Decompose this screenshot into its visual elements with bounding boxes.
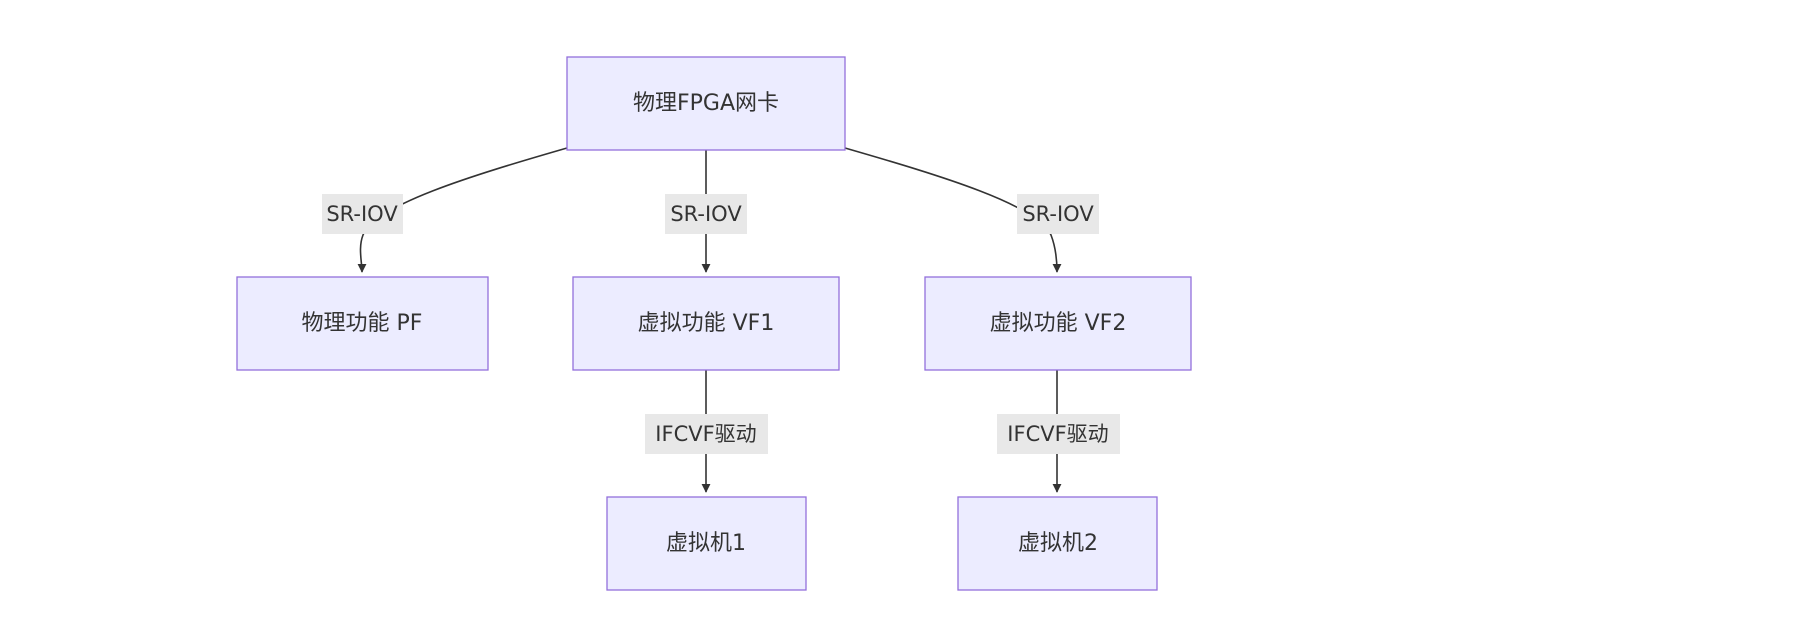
- edge-label-fpga-to-pf: SR-IOV: [322, 194, 403, 234]
- node-virtual-function-vf2: 虚拟功能 VF2: [924, 276, 1192, 371]
- edge-label-vf2-to-vm2: IFCVF驱动: [997, 414, 1120, 454]
- node-virtual-machine-2: 虚拟机2: [957, 496, 1158, 591]
- edge-label-fpga-to-vf1: SR-IOV: [665, 194, 747, 234]
- node-label-virtual-function-vf1: 虚拟功能 VF1: [638, 311, 775, 336]
- node-label-virtual-function-vf2: 虚拟功能 VF2: [990, 311, 1127, 336]
- node-physical-function-pf: 物理功能 PF: [236, 276, 489, 371]
- node-virtual-machine-1: 虚拟机1: [606, 496, 807, 591]
- edge-label-text-fpga-to-vf1: SR-IOV: [670, 202, 742, 226]
- edge-label-text-vf2-to-vm2: IFCVF驱动: [1007, 422, 1108, 446]
- edge-label-text-vf1-to-vm1: IFCVF驱动: [655, 422, 756, 446]
- edge-label-vf1-to-vm1: IFCVF驱动: [645, 414, 768, 454]
- node-label-virtual-machine-1: 虚拟机1: [666, 531, 746, 556]
- edge-label-text-fpga-to-vf2: SR-IOV: [1022, 202, 1094, 226]
- node-label-physical-function-pf: 物理功能 PF: [302, 311, 423, 336]
- node-fpga-nic: 物理FPGA网卡: [566, 56, 846, 151]
- edge-label-fpga-to-vf2: SR-IOV: [1017, 194, 1099, 234]
- node-virtual-function-vf1: 虚拟功能 VF1: [572, 276, 840, 371]
- edge-label-text-fpga-to-pf: SR-IOV: [326, 202, 398, 226]
- node-label-fpga-nic: 物理FPGA网卡: [633, 91, 779, 116]
- node-label-virtual-machine-2: 虚拟机2: [1018, 531, 1098, 556]
